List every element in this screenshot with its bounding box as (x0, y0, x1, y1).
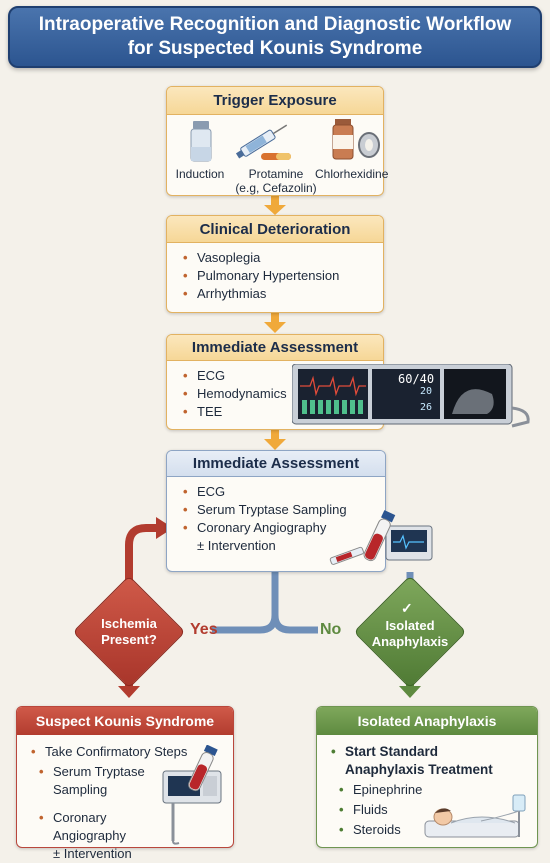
syringe-icon (235, 124, 291, 160)
assessment1-item: TEE (183, 403, 383, 421)
infusion-pump-icon (162, 745, 222, 845)
assessment1-item: ECG (183, 367, 383, 385)
title-banner: Intraoperative Recognition and Diagnosti… (8, 6, 542, 68)
vial-icon (190, 121, 212, 162)
deterioration-item: Vasoplegia (183, 249, 383, 267)
anaphylaxis-item: Steroids (339, 821, 537, 839)
monitor-illustration: 60/40 20 26 (291, 363, 530, 428)
patient-monitor-icon (291, 363, 530, 428)
isolated-anaphylaxis-box: Isolated Anaphylaxis Start Standard Anap… (316, 706, 538, 848)
kounis-item: Coronary Angiography ± Intervention (39, 809, 171, 863)
monitor-value-3: 26 (420, 402, 433, 413)
assessment2-item: ECG (183, 483, 385, 501)
split-connector (212, 572, 318, 634)
assessment1-heading: Immediate Assessment (167, 335, 383, 361)
assessment1-item: Hemodynamics (183, 385, 383, 403)
monitor-value-2: 20 (420, 386, 433, 397)
no-label: No (320, 621, 342, 638)
yes-label: Yes (190, 621, 218, 638)
anaphylaxis-item: Epinephrine (339, 781, 537, 799)
monitor-value-bp: 60/40 (398, 372, 435, 386)
anaphylaxis-item: Start Standard Anaphylaxis Treatment (331, 743, 537, 779)
bottle-icon (332, 119, 380, 160)
patient-bed-icon (424, 794, 526, 838)
isolated-anaphylaxis-label: Isolated Anaphylaxis (371, 618, 449, 649)
assessment2-item: Serum Tryptase Sampling (183, 501, 385, 519)
assessment2-item: Coronary Angiography ± Intervention (183, 519, 385, 555)
ischemia-loop-arrow (125, 524, 158, 588)
suspect-kounis-box: Suspect Kounis Syndrome Take Confirmator… (16, 706, 234, 861)
trigger-heading: Trigger Exposure (167, 87, 383, 115)
deterioration-item: Pulmonary Hypertension (183, 267, 383, 285)
kounis-item: Serum Tryptase Sampling (39, 763, 171, 799)
ischemia-question: Ischemia Present? (101, 616, 157, 647)
deterioration-heading: Clinical Deterioration (167, 216, 383, 243)
trigger-item-protamine: Protamine (e.g, Cefazolin) (235, 167, 317, 195)
anaphylaxis-heading: Isolated Anaphylaxis (317, 707, 537, 735)
deterioration-item: Arrhythmias (183, 285, 383, 303)
tryptase-tube-icon (329, 510, 433, 565)
kounis-heading: Suspect Kounis Syndrome (17, 707, 233, 735)
trigger-item-induction: Induction (175, 167, 225, 181)
trigger-item-chlorhexidine: Chlorhexidine (315, 167, 389, 181)
check-icon: ✓ (401, 600, 413, 616)
anaphylaxis-item: Fluids (339, 801, 537, 819)
assessment2-heading: Immediate Assessment (167, 451, 385, 477)
kounis-item: Take Confirmatory Steps (31, 743, 245, 761)
trigger-exposure-box: Trigger Exposure Induction Protamine (e.… (166, 86, 389, 196)
clinical-deterioration-box: Clinical Deterioration Vasoplegia Pulmon… (166, 215, 384, 313)
page-title: Intraoperative Recognition and Diagnosti… (38, 14, 512, 59)
